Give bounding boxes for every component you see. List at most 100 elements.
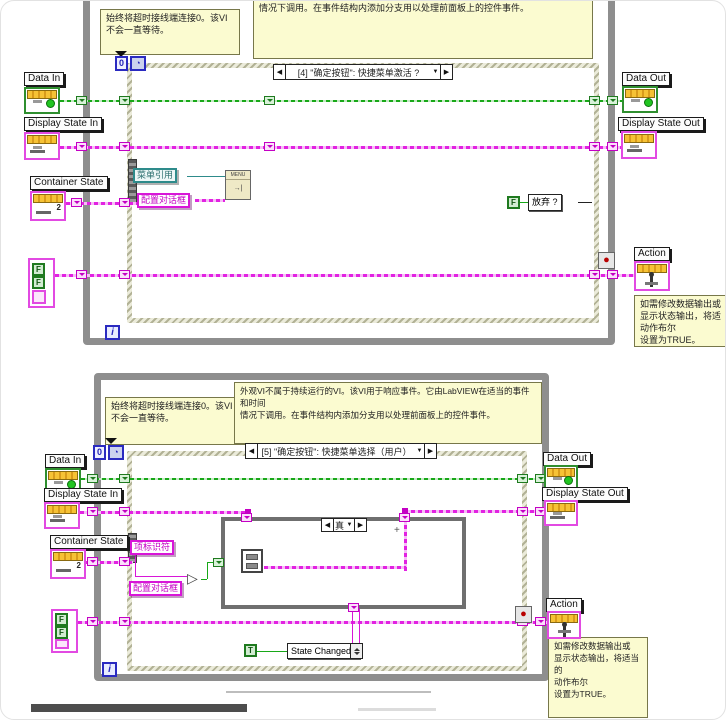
false-constant: F xyxy=(55,626,68,639)
prev-case-arrow-icon[interactable]: ◀ xyxy=(246,444,258,458)
plus-mark: + xyxy=(394,525,400,536)
tunnel-icon xyxy=(589,96,600,105)
action-terminal-icon xyxy=(547,611,581,639)
next-case-arrow-icon[interactable]: ▶ xyxy=(354,519,366,531)
tunnel-icon xyxy=(348,603,359,612)
tunnel-icon xyxy=(87,507,98,516)
config-dialog-wire-top xyxy=(195,199,225,202)
terminal-glyph xyxy=(553,512,562,515)
node-glyph xyxy=(246,554,258,560)
case-inner-node-icon xyxy=(241,549,263,573)
action-wire-bottom xyxy=(78,621,548,624)
display-state-out-terminal-icon xyxy=(621,131,657,159)
container-badge: 2 xyxy=(76,561,81,570)
iteration-terminal-icon: i xyxy=(105,325,120,340)
stop-dot-icon: ● xyxy=(603,254,610,266)
terminal-glyph xyxy=(56,569,71,572)
container-badge: 2 xyxy=(56,203,61,212)
down-arrow-icon xyxy=(353,651,360,658)
false-constant: F xyxy=(55,613,68,626)
true-constant: T xyxy=(244,644,257,657)
container-state-wire-bottom xyxy=(86,561,133,564)
display-state-in-label: Display State In xyxy=(24,117,103,131)
led-icon xyxy=(46,99,55,108)
discard-wire xyxy=(520,202,528,203)
compare-out-wire xyxy=(207,563,208,579)
comment-arrow-icon xyxy=(115,51,127,63)
next-case-arrow-icon[interactable]: ▶ xyxy=(440,65,452,79)
event-case-selector-bottom[interactable]: ◀ [5] "确定按钮": 快捷菜单选择（用户） ▼ ▶ xyxy=(245,443,437,459)
tunnel-icon xyxy=(119,507,130,516)
compare-out-wire xyxy=(201,579,207,580)
action-wire-top xyxy=(55,274,635,277)
menu-node-title: MENU xyxy=(226,171,250,180)
display-state-in-terminal-icon xyxy=(44,502,80,529)
terminal-band xyxy=(547,468,575,477)
action-comment-bottom: 如需修改数据输出或 显示状态输出，将适当的 动作布尔 设置为TRUE。 xyxy=(548,637,648,718)
tunnel-icon xyxy=(87,617,98,626)
event-structure-top xyxy=(127,63,599,323)
state-changed-const-wire xyxy=(257,651,287,652)
item-tag-wire xyxy=(135,555,136,576)
case-dropdown-icon[interactable]: ▼ xyxy=(346,522,353,528)
tunnel-icon xyxy=(607,96,618,105)
display-state-out-label: Display State Out xyxy=(542,487,628,501)
tunnel-icon xyxy=(76,270,87,279)
facade-info-comment: 外观VI不属于持续运行的VI。该VI用于响应事件。它由LabVIEW在适当的事件… xyxy=(234,382,542,444)
stop-button-icon: ● xyxy=(598,252,615,269)
case-dropdown-icon[interactable]: ▼ xyxy=(416,448,423,454)
tunnel-icon xyxy=(264,96,275,105)
tunnel-icon xyxy=(241,513,252,522)
next-case-arrow-icon[interactable]: ▶ xyxy=(424,444,436,458)
data-in-label: Data In xyxy=(24,72,65,86)
tunnel-icon xyxy=(87,474,98,483)
window-edge-fragment xyxy=(358,708,436,711)
event-structure-top-interior xyxy=(132,68,594,318)
tunnel-icon xyxy=(87,557,98,566)
led-icon xyxy=(644,98,653,107)
menu-ref-wire-top xyxy=(187,176,225,177)
tunnel-icon xyxy=(535,617,546,626)
case-output-wire xyxy=(404,511,407,571)
terminal-band xyxy=(547,503,575,512)
terminal-glyph xyxy=(53,515,62,518)
menu-node-glyph: →| xyxy=(233,185,243,192)
terminal-glyph xyxy=(550,516,565,519)
data-out-terminal-icon xyxy=(622,86,658,113)
terminal-band xyxy=(624,134,654,143)
event-case-selector-top[interactable]: ◀ [4] "确定按钮": 快捷菜单激活 ? ▼ ▶ xyxy=(273,64,453,80)
case-dropdown-icon[interactable]: ▼ xyxy=(432,69,439,75)
data-wire-bottom xyxy=(81,478,546,480)
event-info-comment-top: 情况下调用。在事件结构内添加分支用以处理前面板上的控件事件。 xyxy=(253,1,593,59)
container-state-terminal-icon: 2 xyxy=(50,549,86,579)
timeout-constant-top: 0 xyxy=(115,56,128,71)
terminal-band xyxy=(48,471,78,480)
person-icon xyxy=(562,622,567,627)
action-comment-top: 如需修改数据输出或 显示状态输出，将适 动作布尔 设置为TRUE。 xyxy=(634,295,725,347)
window-edge-fragment xyxy=(226,691,431,693)
false-constant: F xyxy=(32,263,45,276)
wire-junction xyxy=(402,508,408,514)
menu-ref-label: 菜单引用 xyxy=(133,168,178,183)
terminal-glyph xyxy=(553,477,562,480)
item-tag-label: 项标识符 xyxy=(130,540,175,555)
terminal-glyph xyxy=(54,481,63,484)
prev-case-arrow-icon[interactable]: ◀ xyxy=(274,65,286,79)
node-glyph xyxy=(246,563,258,569)
while-loop-bottom xyxy=(94,373,549,681)
tunnel-icon xyxy=(119,198,130,207)
append-menu-node-icon: MENU →| xyxy=(225,170,251,200)
false-constant: F xyxy=(507,196,520,209)
prev-case-arrow-icon[interactable]: ◀ xyxy=(322,519,334,531)
case-selector-true[interactable]: ◀ 真 ▼ ▶ xyxy=(321,518,367,532)
clock-icon: ◔ xyxy=(130,56,146,71)
tunnel-icon xyxy=(119,142,130,151)
data-in-label: Data In xyxy=(45,454,86,468)
event-case-title-top: [4] "确定按钮": 快捷菜单激活 ? xyxy=(297,67,420,78)
timeout-comment-top: 始终将超时接线端连接0。该VI 不会一直等待。 xyxy=(100,9,240,55)
data-in-terminal-icon xyxy=(24,87,60,114)
case-title-true: 真 xyxy=(335,520,345,531)
terminal-glyph xyxy=(33,146,42,149)
terminal-glyph xyxy=(30,150,45,153)
display-state-wire-bottom xyxy=(80,511,251,514)
